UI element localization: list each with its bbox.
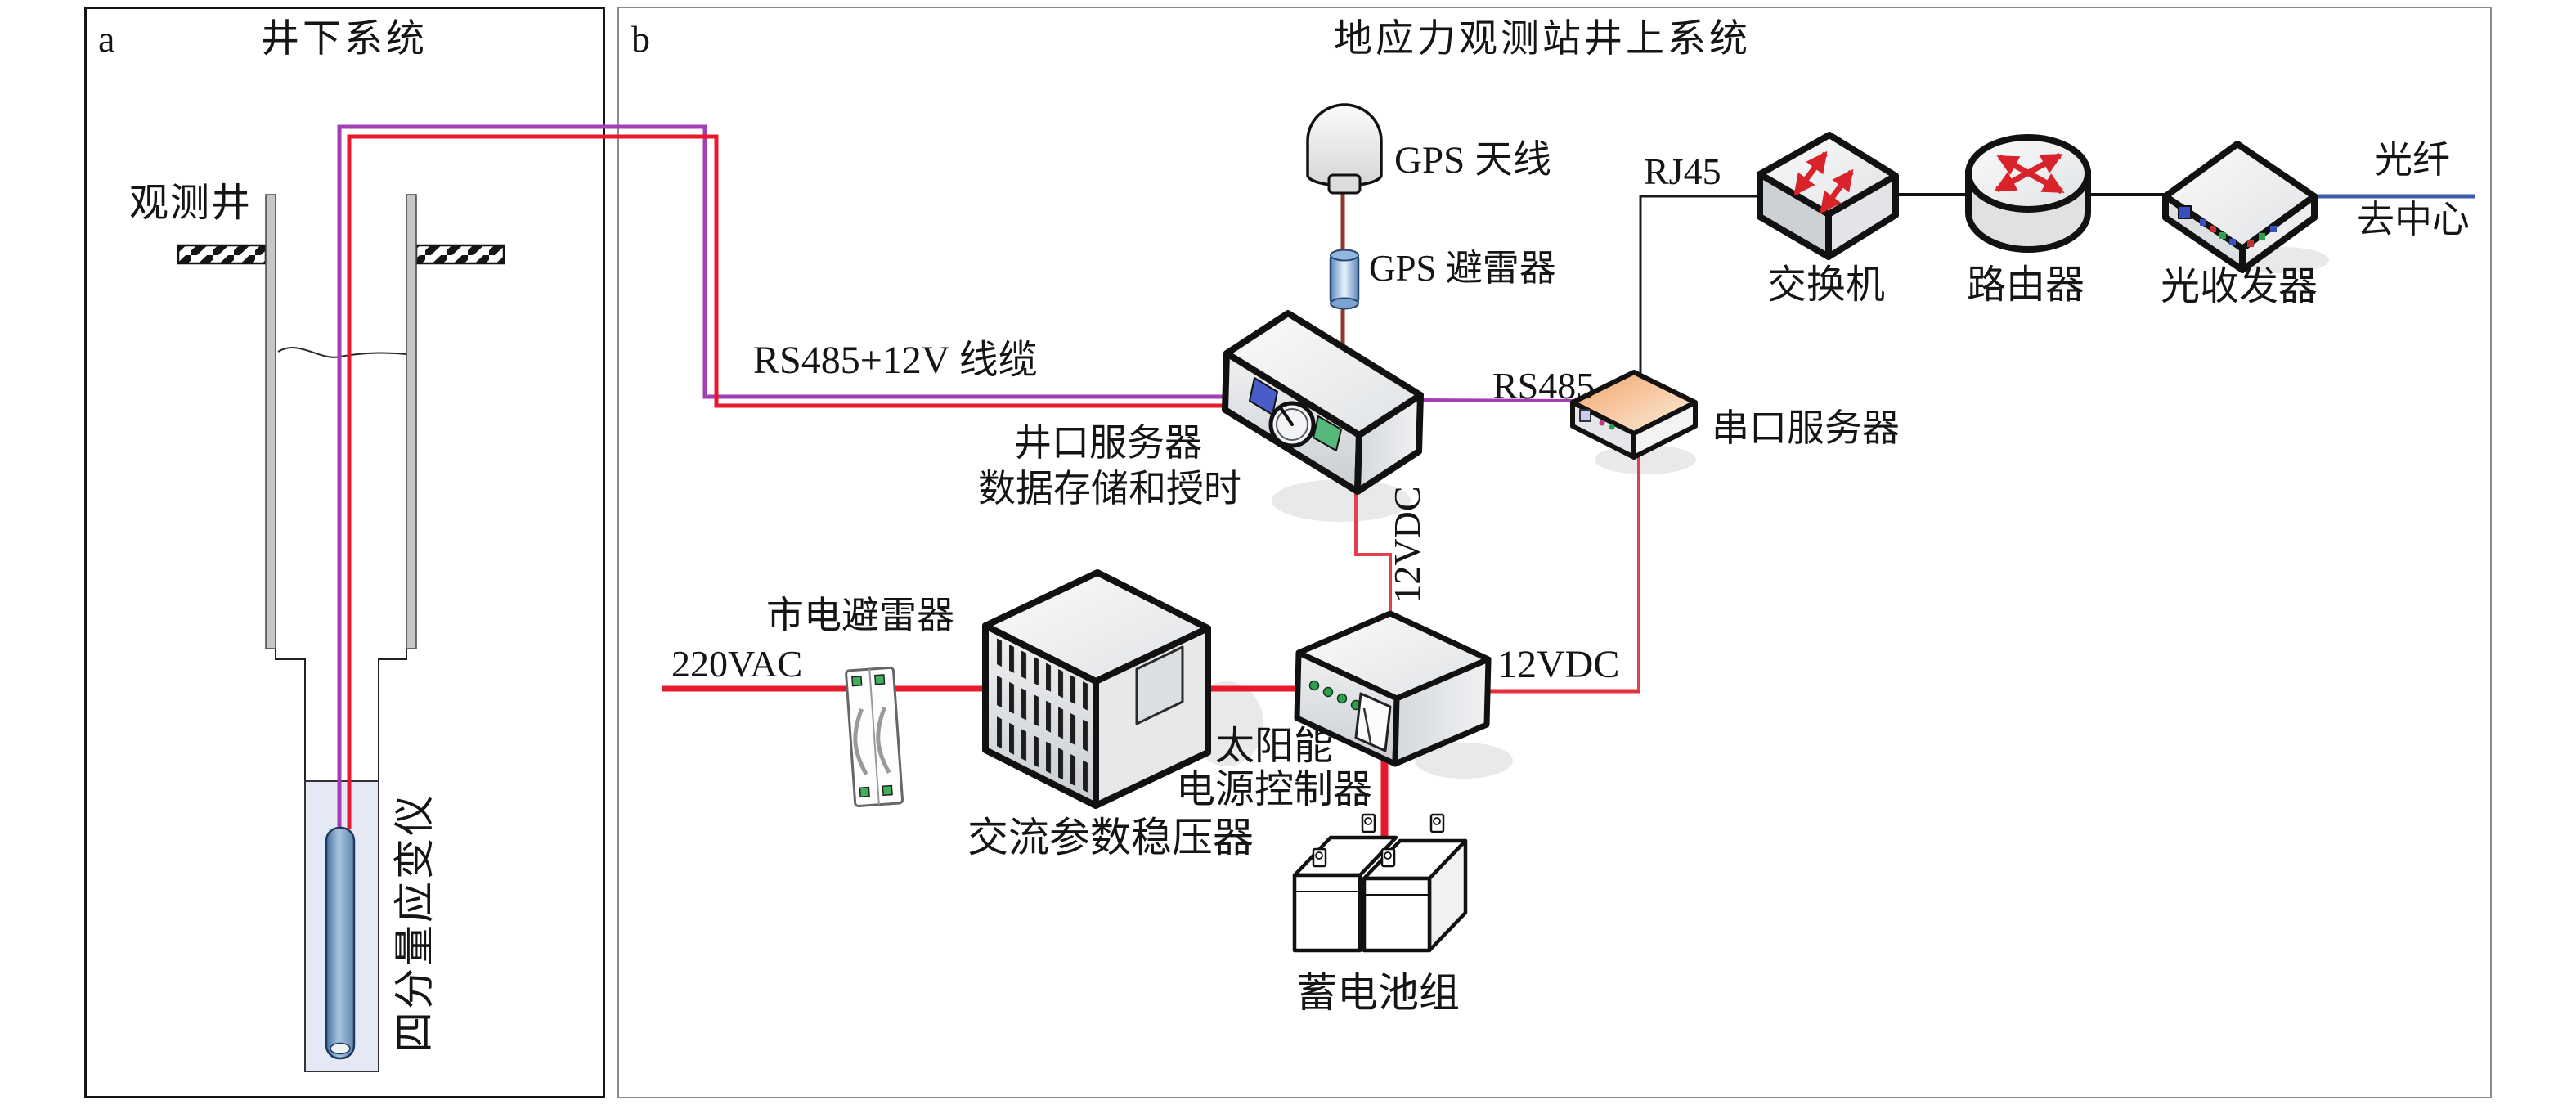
vac-label: 220VAC <box>671 643 803 685</box>
solar-label-line1: 太阳能 <box>1214 725 1334 768</box>
rs485-line <box>1420 398 1579 402</box>
ground-hatch-left <box>177 244 267 265</box>
router-icon <box>1965 134 2091 253</box>
well-label: 观测井 <box>129 182 253 225</box>
ground-hatch-right <box>415 244 505 265</box>
panel-a-downhole-frame <box>84 7 605 1098</box>
server-label-line1: 井口服务器 <box>1014 422 1202 464</box>
transceiver-label: 光收发器 <box>2160 265 2318 308</box>
server-12vdc-line <box>1354 492 1392 615</box>
cable-label: RS485+12V 线缆 <box>753 339 1038 382</box>
panel-b-surface-frame <box>617 7 2492 1098</box>
gps-antenna-icon <box>1306 103 1383 195</box>
battery-terminals <box>1312 813 1445 868</box>
stabilizer-label: 交流参数稳压器 <box>967 815 1254 860</box>
serial-server-icon <box>1570 370 1698 460</box>
casing-wall-left <box>265 194 276 649</box>
water-level-line <box>277 347 406 358</box>
mains-arrester-label: 市电避雷器 <box>766 595 954 636</box>
switch-label: 交换机 <box>1766 263 1886 307</box>
panel-a-tag: a <box>98 18 115 60</box>
strainmeter-icon <box>325 826 356 1060</box>
ac-stabilizer-icon <box>982 569 1211 809</box>
wellhead-server-icon <box>1222 310 1424 495</box>
rs485-12v-cable-red <box>347 134 1228 829</box>
rs485-12v-cable-purple <box>337 124 1228 829</box>
solar-label-line2: 电源控制器 <box>1175 768 1373 811</box>
router-label: 路由器 <box>1966 263 2085 307</box>
server-green-indicator <box>1313 415 1342 451</box>
panel-b-title: 地应力观测站井上系统 <box>1334 18 1751 61</box>
server-label-line2: 数据存储和授时 <box>978 468 1241 510</box>
casing-wall-right <box>406 194 417 649</box>
strainmeter-label: 四分量应变仪 <box>392 793 438 1053</box>
dc12-horizontal-label: 12VDC <box>1497 643 1620 686</box>
switch-icon <box>1757 132 1899 260</box>
dc12-vertical-label: 12VDC <box>1386 486 1429 604</box>
fiber-label-top: 光纤 <box>2375 139 2450 181</box>
stabilizer-vents <box>994 637 1088 795</box>
stabilizer-panel <box>1135 645 1184 725</box>
observation-well-icon <box>177 194 505 1072</box>
gps-antenna-label: GPS 天线 <box>1394 139 1551 182</box>
solar-controller-icon <box>1294 610 1492 767</box>
panel-b-tag: b <box>631 18 650 60</box>
battery-label: 蓄电池组 <box>1296 970 1460 1016</box>
optical-transceiver-icon <box>2162 141 2318 273</box>
fiber-label-bottom: 去中心 <box>2357 199 2470 240</box>
rj45-line <box>1639 195 1758 376</box>
panel-a-title: 井下系统 <box>261 18 428 61</box>
gps-arrester-label: GPS 避雷器 <box>1369 248 1556 289</box>
battery-pack-icon <box>1292 813 1468 953</box>
casing-step <box>275 649 407 784</box>
controller-meter <box>1354 692 1392 752</box>
rs485-label: RS485 <box>1492 365 1595 407</box>
rj45-label: RJ45 <box>1644 150 1721 192</box>
gps-arrester-icon <box>1329 249 1360 310</box>
serial-server-label: 串口服务器 <box>1712 407 1900 449</box>
connection-lines <box>337 124 2475 851</box>
mains-arrester-icon <box>845 666 904 807</box>
